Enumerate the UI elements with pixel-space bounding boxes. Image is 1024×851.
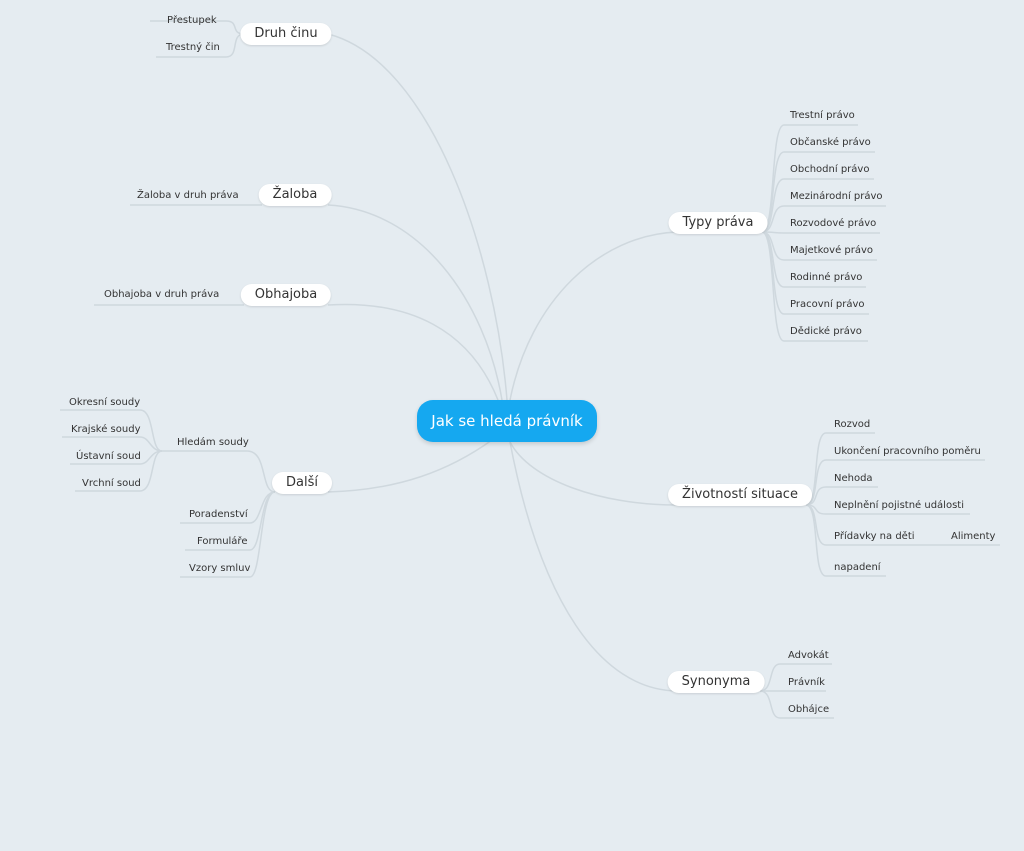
subtopic-ustavni-soud[interactable]: Ústavní soud: [76, 451, 141, 462]
topic-label: Synonyma: [681, 674, 751, 689]
subtopic-majetkove-pravo[interactable]: Majetkové právo: [790, 245, 874, 256]
subtopic-formulare[interactable]: Formuláře: [197, 536, 248, 547]
topic-label: Typy práva: [682, 215, 754, 230]
subtopic-poradenstvi[interactable]: Poradenství: [189, 509, 248, 520]
subtopic-obhajoba-v-druh-prava[interactable]: Obhajoba v druh práva: [104, 289, 220, 300]
subtopic-rodinne-pravo[interactable]: Rodinné právo: [790, 272, 863, 283]
subtopic-vrchni-soud[interactable]: Vrchní soud: [82, 478, 141, 489]
topic-zivotnosti-situace[interactable]: Životností situace: [668, 484, 812, 506]
topic-zaloba[interactable]: Žaloba: [258, 184, 332, 206]
subtopic-pridavky-na-deti[interactable]: Přídavky na děti: [834, 531, 915, 542]
subtopic-hledam-soudy[interactable]: Hledám soudy: [177, 437, 249, 448]
subtopic-zaloba-v-druh-prava[interactable]: Žaloba v druh práva: [137, 190, 239, 201]
subtopic-obcanske-pravo[interactable]: Občanské právo: [790, 137, 871, 148]
subtopic-neplneni-pojistne-udalosti[interactable]: Neplnění pojistné události: [834, 500, 964, 511]
subtopic-nehoda[interactable]: Nehoda: [834, 473, 873, 484]
topic-dalsi[interactable]: Další: [272, 472, 332, 494]
subtopic-rozvod[interactable]: Rozvod: [834, 419, 871, 430]
subtopic-okresni-soudy[interactable]: Okresní soudy: [69, 397, 141, 408]
subtopic-napadeni[interactable]: napadení: [834, 562, 881, 573]
subtopic-rozvodove-pravo[interactable]: Rozvodové právo: [790, 218, 877, 229]
topic-label: Další: [286, 475, 318, 490]
subtopic-pravnik[interactable]: Právník: [788, 677, 825, 688]
subtopic-pracovni-pravo[interactable]: Pracovní právo: [790, 299, 865, 310]
topic-label: Životností situace: [682, 487, 798, 502]
topic-synonyma[interactable]: Synonyma: [667, 671, 765, 693]
subtopic-prestupek[interactable]: Přestupek: [167, 15, 217, 26]
topic-label: Obhajoba: [254, 287, 318, 302]
subtopic-advokat[interactable]: Advokát: [788, 650, 829, 661]
subtopic-dedicke-pravo[interactable]: Dědické právo: [790, 326, 862, 337]
topic-typy-prava[interactable]: Typy práva: [668, 212, 768, 234]
topic-druh-cinu[interactable]: Druh činu: [240, 23, 332, 45]
subtopic-obhajce[interactable]: Obhájce: [788, 704, 830, 715]
topic-label: Žaloba: [272, 187, 318, 202]
central-topic[interactable]: Jak se hledá právník: [417, 400, 597, 442]
central-topic-label: Jak se hledá právník: [431, 412, 583, 430]
subtopic-krajske-soudy[interactable]: Krajské soudy: [71, 424, 141, 435]
topic-obhajoba[interactable]: Obhajoba: [240, 284, 332, 306]
subtopic-trestny-cin[interactable]: Trestný čin: [166, 42, 220, 53]
subtopic-obchodni-pravo[interactable]: Obchodní právo: [790, 164, 870, 175]
subtopic-vzory-smluv[interactable]: Vzory smluv: [189, 563, 251, 574]
subtopic-ukonceni-pracovniho-pomeru[interactable]: Ukončení pracovního poměru: [834, 446, 981, 457]
topic-label: Druh činu: [254, 26, 318, 41]
subtopic-mezinarodni-pravo[interactable]: Mezinárodní právo: [790, 191, 883, 202]
subtopic-alimenty[interactable]: Alimenty: [951, 531, 996, 542]
subtopic-trestni-pravo[interactable]: Trestní právo: [790, 110, 855, 121]
